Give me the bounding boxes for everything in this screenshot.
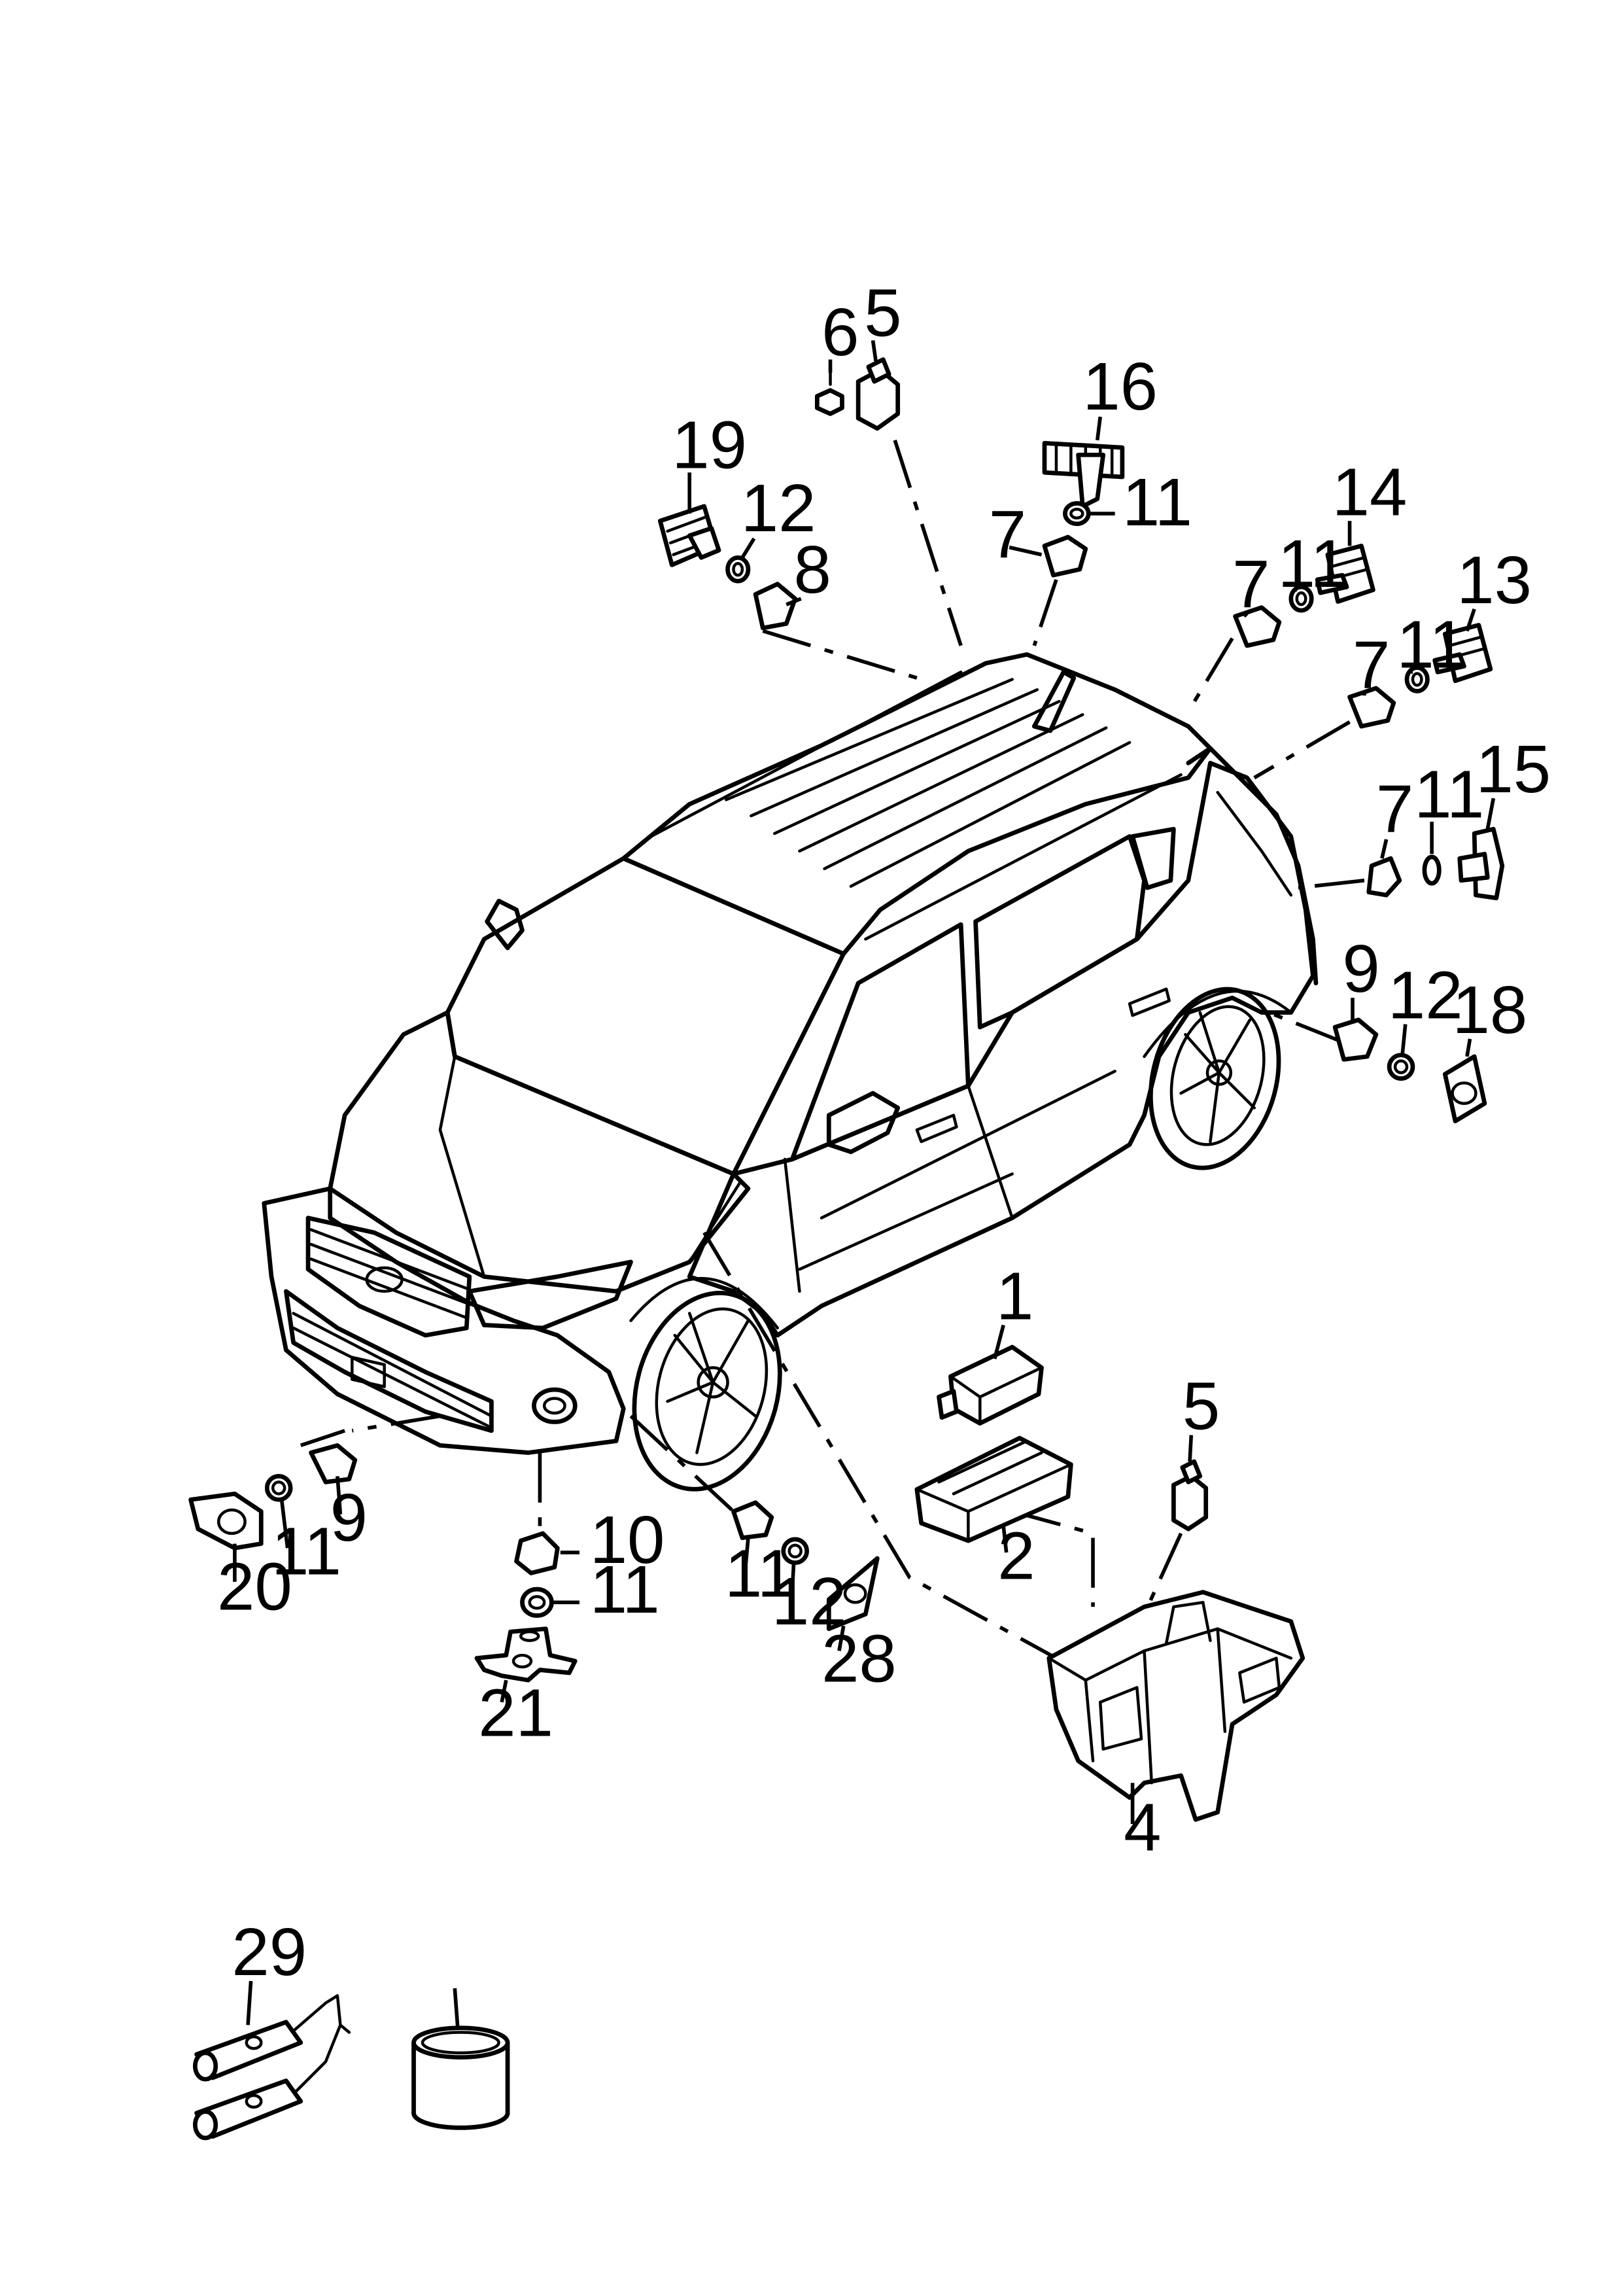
part-19-bezel [188, 1491, 264, 1550]
label-leaders [233, 340, 1496, 2028]
part-20-bracket [474, 1626, 578, 1683]
part-12-ring-top [725, 555, 751, 584]
vehicle-illustration [262, 652, 1319, 1492]
part-8-sensor-right [1332, 1017, 1379, 1062]
label-8-top: 8 [793, 532, 831, 607]
part-14-bracket [1315, 544, 1375, 604]
label-11-15: 11 [1414, 756, 1484, 832]
reference-lines [300, 440, 1365, 1660]
part-9-sensor-left [309, 1443, 358, 1484]
part-7-sensor-13 [1347, 686, 1396, 729]
part-21-bracket [826, 1556, 880, 1632]
part-12-ring-lower [781, 1537, 810, 1566]
label-14: 14 [1332, 454, 1408, 529]
label-5-top: 5 [864, 275, 901, 351]
label-17: 18 [1453, 972, 1528, 1047]
label-13: 13 [1457, 542, 1532, 618]
label-2: 2 [997, 1518, 1035, 1593]
label-1: 1 [996, 1258, 1033, 1333]
part-13-bracket [1432, 623, 1493, 684]
label-9-left: 9 [330, 1480, 368, 1555]
label-5-lower: 5 [1183, 1369, 1220, 1444]
part-16-bracket [1042, 441, 1125, 509]
label-11-13: 11 [1396, 607, 1466, 682]
label-7-16: 7 [989, 497, 1026, 572]
part-11-ring-16 [1063, 500, 1091, 527]
part-18-bracket [657, 504, 721, 567]
part-11-ring-left [264, 1474, 293, 1502]
label-11-16: 11 [1122, 464, 1192, 540]
part-7-sensor-14 [1233, 605, 1282, 648]
part-5-sensor-lower [1171, 1459, 1209, 1532]
part-29-tape-roll [411, 2025, 510, 2130]
part-8-sensor-top [753, 582, 798, 631]
part-28-wiring [192, 1994, 351, 2141]
part-17-bracket [1442, 1054, 1487, 1123]
label-8-right: 9 [1342, 931, 1379, 1006]
label-7-14: 7 [1232, 547, 1270, 622]
part-11-ring-center [520, 1586, 554, 1618]
part-11-ring-15 [1422, 854, 1442, 886]
label-4: 4 [1124, 1789, 1161, 1865]
parts [188, 357, 1505, 2141]
label-10: 11 [725, 1535, 795, 1611]
label-7-13: 7 [1353, 627, 1390, 703]
part-12-ring-right [1387, 1053, 1415, 1081]
label-7-15: 7 [1376, 771, 1413, 847]
label-15: 15 [1476, 731, 1551, 807]
part-5-sensor-top [855, 357, 901, 431]
label-12-top: 12 [741, 470, 816, 546]
label-11-left: 11 [271, 1514, 341, 1589]
part-7-sensor-15 [1366, 856, 1402, 898]
part-15-cap [1457, 826, 1505, 901]
label-21: 28 [821, 1621, 897, 1696]
label-19: 20 [217, 1549, 292, 1624]
part-11-ring-14 [1288, 584, 1314, 613]
part-1-control-unit [937, 1344, 1044, 1426]
label-28: 29 [232, 1914, 307, 1989]
part-4-bracket [1046, 1590, 1305, 1822]
label-9-center: 10 [590, 1502, 665, 1577]
part-6-screw [814, 371, 844, 416]
part-7-sensor-16 [1042, 534, 1088, 578]
label-12-right: 12 [1388, 958, 1463, 1033]
label-6: 6 [821, 294, 859, 370]
label-11-center: 11 [590, 1552, 660, 1627]
label-16: 16 [1082, 349, 1158, 424]
label-11-14: 11 [1278, 526, 1348, 601]
part-10-sensor [731, 1500, 774, 1540]
label-18: 19 [672, 408, 747, 483]
label-12-lower: 12 [772, 1564, 847, 1639]
label-20: 21 [478, 1675, 553, 1750]
part-9-sensor-center [514, 1531, 560, 1575]
part-labels: 6 5 19 12 8 16 11 7 14 11 7 13 11 7 15 1… [217, 275, 1551, 1989]
part-2-holder [914, 1435, 1073, 1543]
